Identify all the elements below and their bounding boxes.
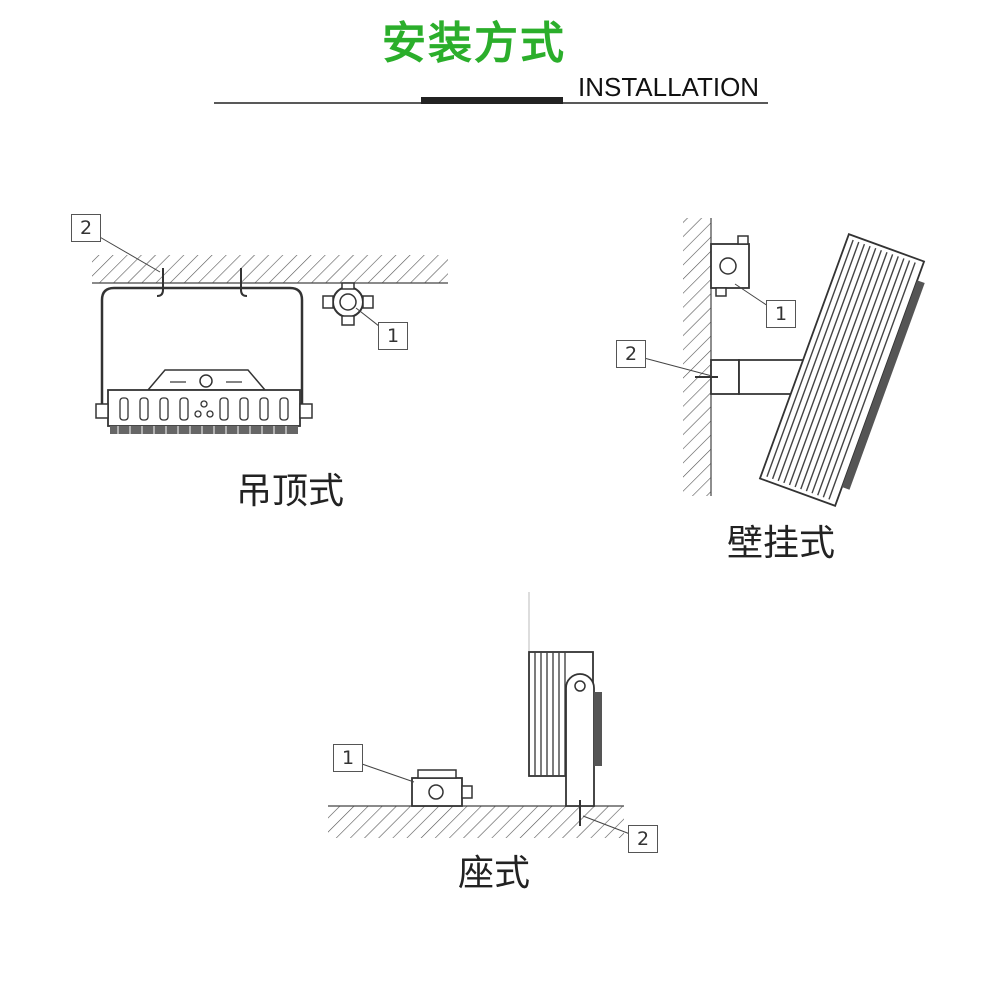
title-chinese: 安装方式 [382,18,566,69]
floor-surface [328,806,624,838]
wall-surface [683,218,711,496]
caption-wall-mount: 壁挂式 [727,523,836,564]
wall-mount-figure [643,218,926,507]
callout-ceiling-hook: 2 [71,214,101,242]
callout-floor-box: 1 [333,744,363,772]
title-english: INSTALLATION [578,72,760,102]
caption-ceiling-mount: 吊顶式 [236,471,345,512]
floor-mount-figure [328,592,631,838]
callout-wall-box: 1 [766,300,796,328]
callout-wall-bolt: 2 [616,340,646,368]
callout-floor-bolt: 2 [628,825,658,853]
ceiling-mount-figure [92,235,448,434]
caption-floor-mount: 座式 [458,853,531,894]
header-rule [214,97,768,104]
callout-ceiling-box: 1 [378,322,408,350]
ceiling-surface [92,255,448,283]
